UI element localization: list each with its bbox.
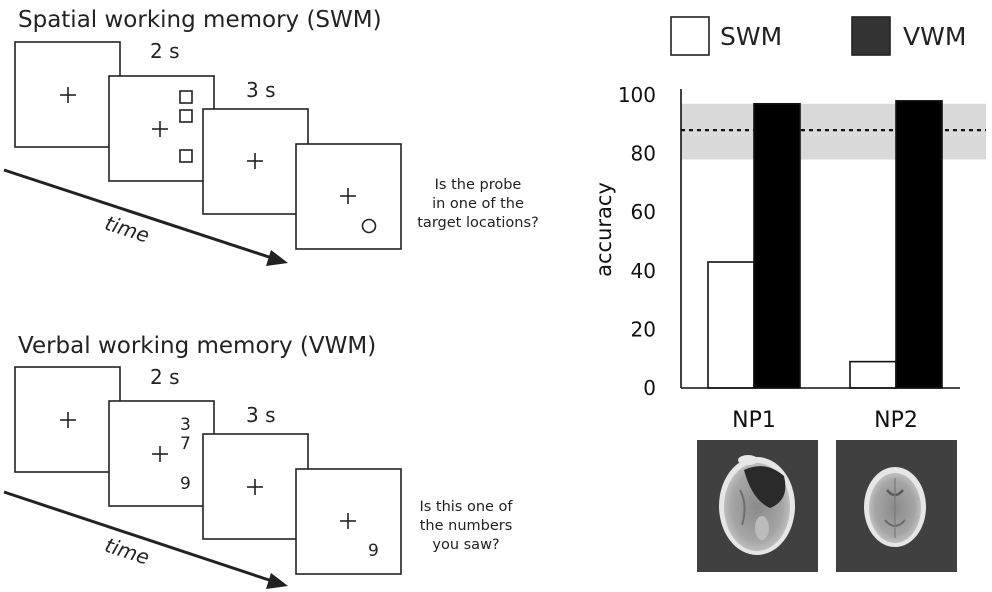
- legend-label-vwm: VWM: [903, 22, 966, 51]
- y-axis-label: accuracy: [592, 182, 616, 277]
- legend-swatch-vwm: [851, 16, 891, 56]
- probe-circle: [361, 218, 377, 234]
- y-tick-label: 0: [643, 376, 656, 400]
- swm-question-line: in one of the: [432, 196, 524, 212]
- vwm-duration-2s: 2 s: [150, 365, 180, 389]
- target-square: [179, 90, 193, 104]
- accuracy-chart: 0 20 40 60 80 100 NP1 NP2 accuracy: [592, 83, 986, 433]
- vwm-frame-delay: [202, 433, 309, 540]
- bar-swm-np2: [849, 360, 897, 389]
- category-label-np1: NP1: [732, 408, 776, 433]
- y-tick-label: 20: [631, 317, 656, 341]
- swm-question-line: Is the probe: [435, 177, 522, 193]
- swm-frame-fixation: [14, 41, 121, 148]
- memory-digit: 3: [180, 415, 191, 435]
- legend-label-swm: SWM: [720, 22, 782, 51]
- vwm-panel: Verbal working memory (VWM) time 2 s 3 7…: [3, 333, 513, 589]
- bar-vwm-np1: [753, 102, 801, 389]
- vwm-time-arrow: [3, 490, 288, 589]
- memory-digit: 9: [180, 474, 191, 494]
- swm-duration-2s: 2 s: [150, 39, 180, 63]
- swm-heading: Spatial working memory (SWM): [18, 7, 382, 33]
- vwm-frame-fixation: [14, 366, 121, 473]
- swm-time-arrow: [3, 168, 288, 266]
- swm-frame-probe: [295, 143, 402, 250]
- bar-vwm-np2: [895, 100, 943, 389]
- y-tick-label: 60: [631, 200, 656, 224]
- target-square: [179, 109, 193, 123]
- y-tick-label: 40: [631, 259, 656, 283]
- swm-panel: Spatial working memory (SWM) time 2 s 3 …: [3, 7, 539, 266]
- y-tick-label: 80: [631, 142, 656, 166]
- vwm-heading: Verbal working memory (VWM): [18, 333, 376, 359]
- vwm-question-line: you saw?: [432, 537, 499, 553]
- ct-scan-np1: [697, 440, 818, 572]
- legend-swatch-swm: [670, 16, 710, 56]
- bar-swm-np1: [707, 261, 755, 389]
- vwm-question-line: the numbers: [420, 518, 513, 534]
- vwm-question-line: Is this one of: [419, 499, 513, 515]
- swm-frame-targets: [108, 75, 215, 182]
- ct-scan-np2: [836, 440, 957, 572]
- swm-question-line: target locations?: [417, 215, 538, 231]
- vwm-duration-3s: 3 s: [246, 403, 276, 427]
- probe-digit: 9: [368, 541, 379, 561]
- swm-frame-delay: [202, 108, 309, 215]
- y-tick-label: 100: [618, 83, 656, 107]
- category-label-np2: NP2: [874, 408, 918, 433]
- chart-legend: SWM VWM: [670, 16, 966, 56]
- vwm-frame-digits: 3 7 9: [108, 400, 215, 507]
- target-square: [179, 149, 193, 163]
- vwm-frame-probe: 9: [295, 468, 402, 575]
- memory-digit: 7: [180, 434, 191, 454]
- swm-duration-3s: 3 s: [246, 78, 276, 102]
